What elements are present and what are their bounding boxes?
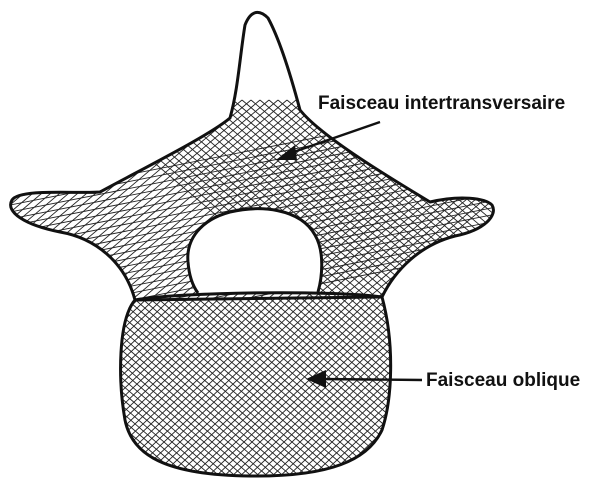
fiber-stroke bbox=[503, 100, 608, 320]
label-faisceau-intertransversaire: Faisceau intertransversaire bbox=[318, 93, 565, 115]
fiber-stroke bbox=[4, 290, 224, 480]
fiber-stroke bbox=[0, 290, 96, 480]
fiber-stroke bbox=[0, 290, 180, 480]
fiber-stroke bbox=[76, 290, 276, 480]
arrow-oblique-line bbox=[318, 379, 422, 380]
fiber-stroke bbox=[0, 290, 132, 480]
fiber-stroke bbox=[485, 100, 608, 320]
fiber-stroke bbox=[467, 100, 608, 320]
fiber-stroke bbox=[0, 290, 208, 480]
fiber-stroke bbox=[12, 290, 212, 480]
fiber-stroke bbox=[332, 100, 592, 320]
fiber-stroke bbox=[548, 100, 608, 320]
fiber-stroke bbox=[0, 290, 192, 480]
fiber-stroke bbox=[422, 100, 608, 320]
fiber-stroke bbox=[84, 290, 284, 480]
fiber-stroke bbox=[28, 290, 248, 480]
fiber-stroke bbox=[36, 290, 236, 480]
fiber-stroke bbox=[0, 290, 84, 480]
fiber-stroke bbox=[431, 100, 608, 320]
fiber-stroke bbox=[449, 100, 608, 320]
fiber-stroke bbox=[386, 100, 608, 320]
fiber-stroke bbox=[0, 290, 164, 480]
fiber-stroke bbox=[0, 100, 161, 320]
fiber-stroke bbox=[0, 290, 92, 480]
fiber-stroke bbox=[0, 290, 124, 480]
fiber-stroke bbox=[584, 100, 608, 320]
fiber-stroke bbox=[0, 290, 80, 480]
fiber-stroke bbox=[0, 290, 112, 480]
fiber-stroke bbox=[52, 290, 252, 480]
fiber-stroke bbox=[0, 290, 88, 480]
fiber-stroke bbox=[512, 100, 608, 320]
fiber-stroke bbox=[0, 290, 128, 480]
fiber-stroke bbox=[0, 290, 120, 480]
fiber-stroke bbox=[0, 290, 100, 480]
fiber-stroke bbox=[575, 100, 608, 320]
fiber-stroke bbox=[521, 100, 608, 320]
fiber-stroke bbox=[0, 290, 152, 480]
fiber-stroke bbox=[539, 100, 608, 320]
fiber-stroke bbox=[0, 290, 68, 480]
fiber-stroke bbox=[593, 100, 608, 320]
fiber-stroke bbox=[557, 100, 608, 320]
fiber-stroke bbox=[305, 100, 565, 320]
fiber-stroke bbox=[530, 100, 608, 320]
fiber-stroke bbox=[413, 100, 608, 320]
fiber-stroke bbox=[4, 290, 204, 480]
fiber-stroke bbox=[494, 100, 608, 320]
fiber-stroke bbox=[0, 290, 60, 480]
fiber-stroke bbox=[0, 290, 140, 480]
fiber-stroke bbox=[440, 100, 608, 320]
fiber-stroke bbox=[602, 100, 608, 320]
fiber-stroke bbox=[476, 100, 608, 320]
fiber-stroke bbox=[0, 290, 104, 480]
fiber-stroke bbox=[341, 100, 601, 320]
fiber-stroke bbox=[60, 290, 260, 480]
fiber-stroke bbox=[368, 100, 608, 320]
fiber-stroke bbox=[20, 290, 240, 480]
fiber-stroke bbox=[566, 100, 608, 320]
label-faisceau-oblique: Faisceau oblique bbox=[426, 370, 580, 392]
fiber-stroke bbox=[28, 290, 228, 480]
fiber-stroke bbox=[0, 290, 108, 480]
fiber-stroke bbox=[323, 100, 583, 320]
fiber-stroke bbox=[0, 290, 116, 480]
fiber-stroke bbox=[0, 290, 136, 480]
fiber-stroke bbox=[296, 100, 556, 320]
fiber-stroke bbox=[0, 100, 197, 320]
fiber-stroke bbox=[68, 290, 268, 480]
fiber-stroke bbox=[0, 290, 76, 480]
